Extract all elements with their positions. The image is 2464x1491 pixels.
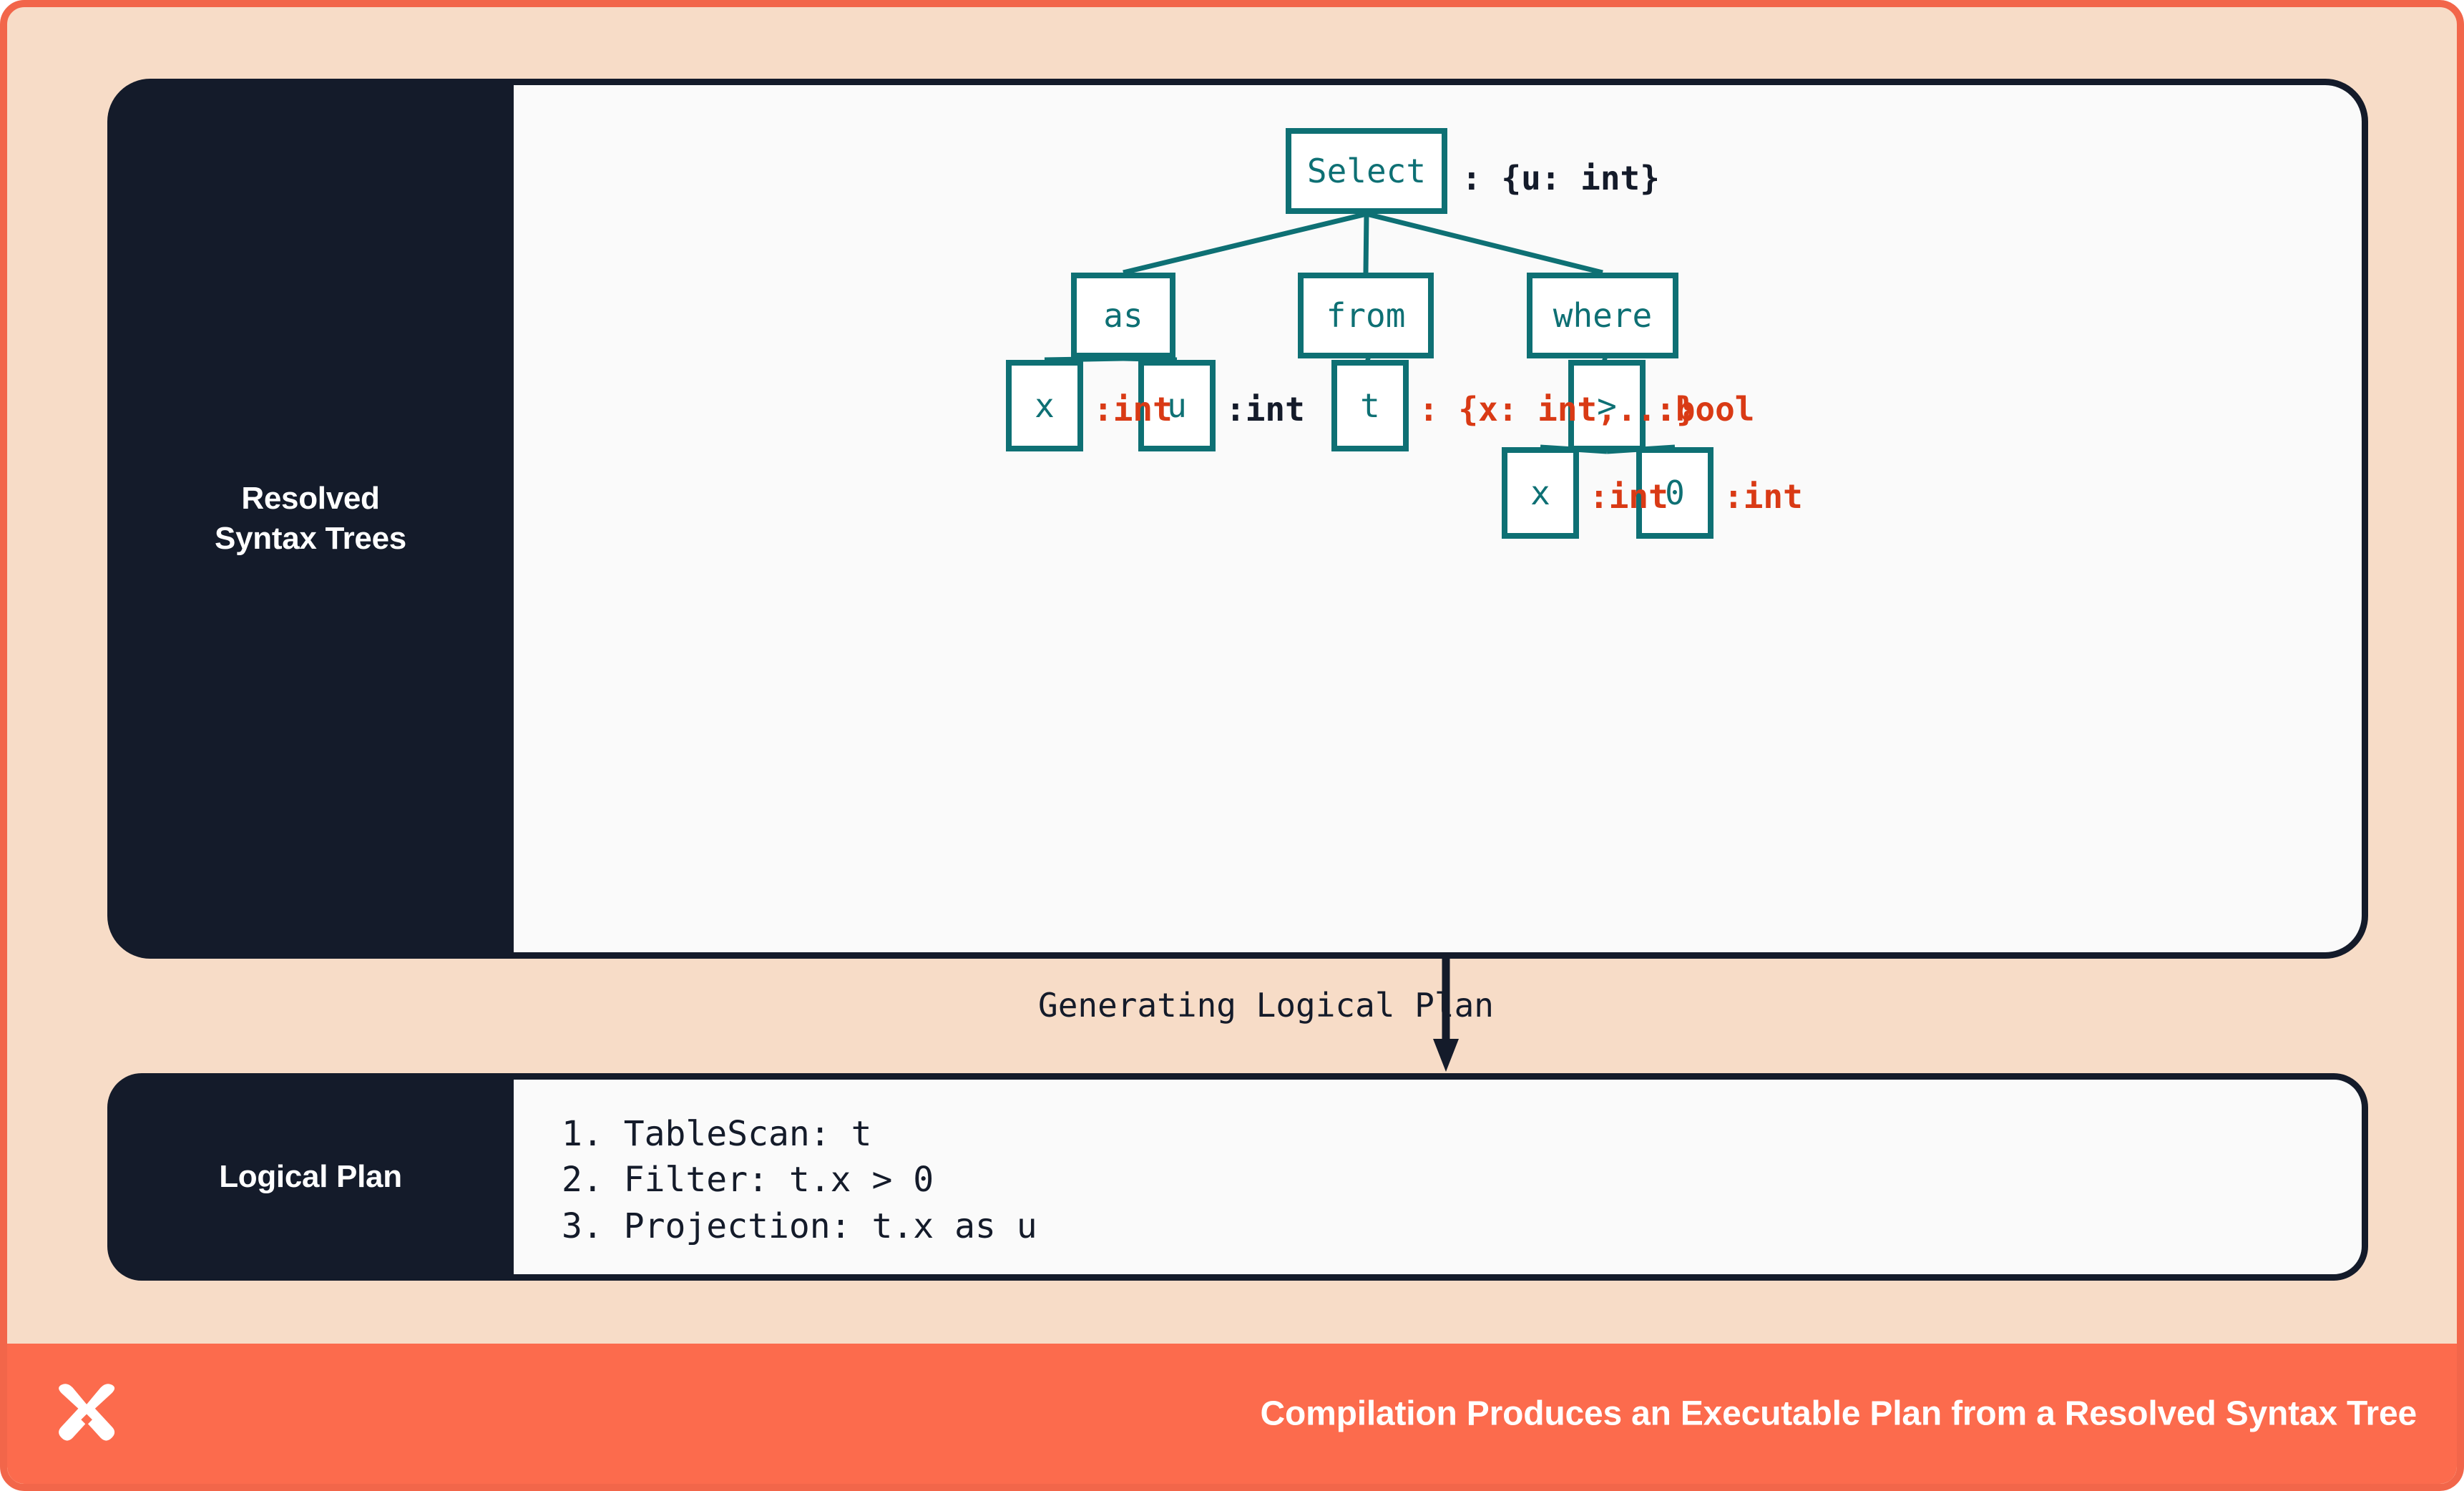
tree-edge-from-to-from-t [1364,356,1372,363]
resolved-syntax-trees-card: Resolved Syntax Trees Select as from where x… [107,79,2368,959]
tree-node-label: Select [1306,152,1427,190]
logical-plan-step: 3. Projection: t.x as u [562,1206,1037,1246]
pipeline-connector: Generating Logical Plan [107,959,2368,1073]
syntax-tree-canvas: Select as from where x u t > x 0 : {u: int} :int :in… [479,79,2368,959]
logical-plan-step: 2. Filter: t.x > 0 [562,1160,934,1201]
type-annotation-as-x-type: :int [1093,390,1173,429]
tree-node-as-u: u [1138,360,1216,451]
tree-node-label: x [1530,474,1550,512]
type-annotation-as-u-type: :int [1226,390,1305,429]
logical-plan-card: Logical Plan 1. TableScan: t 2. Filter: t… [107,1073,2368,1281]
logical-plan-step: 1. TableScan: t [562,1114,872,1154]
tree-edge-select-to-from [1363,213,1369,273]
resolved-syntax-trees-label-panel: Resolved Syntax Trees [107,79,514,959]
tree-edge-as-to-as-x [1044,356,1124,363]
syntax-tree-edges [1044,211,1676,454]
tree-node-from: from [1298,273,1434,358]
tree-node-label: as [1103,296,1143,335]
tree-node-gt: > [1568,360,1646,451]
logical-plan-body: 1. TableScan: t 2. Filter: t.x > 0 3. Proj… [479,1073,2368,1281]
type-annotation-select-type: : {u: int} [1462,159,1660,197]
resolved-syntax-trees-title: Resolved Syntax Trees [215,480,406,556]
tree-node-as: as [1071,273,1175,358]
tree-node-label: t [1360,386,1380,425]
type-annotation-gt-type: :bool [1656,390,1755,429]
tree-node-select: Select [1286,128,1447,214]
tree-node-label: from [1326,296,1406,335]
type-annotation-from-t-type: : {x: int,...} [1419,390,1696,429]
logical-plan-title: Logical Plan [219,1158,402,1194]
tree-node-where: where [1527,273,1678,358]
four-point-star-logo-icon [59,1384,115,1441]
tree-node-from-t: t [1331,360,1409,451]
footer-caption: Compilation Produces an Executable Plan … [1260,1394,2417,1433]
syntax-tree: Select as from where x u t > x 0 : {u: int} :int :in… [486,85,2362,952]
tree-node-label: u [1167,386,1187,425]
tree-edge-select-to-where [1366,211,1603,275]
tree-edge-where-to-gt [1601,356,1608,363]
connector-label: Generating Logical Plan [1038,986,1494,1025]
type-annotation-gt-x-type: :int [1589,477,1668,516]
tree-node-gt-0: 0 [1636,447,1713,539]
tree-edge-select-to-as [1123,211,1367,275]
tree-node-label: x [1035,386,1055,425]
tree-node-as-x: x [1006,360,1083,451]
tree-node-label: where [1553,296,1653,335]
tree-node-label: 0 [1665,474,1685,512]
type-annotation-gt-0-type: :int [1724,477,1803,516]
tree-node-gt-x: x [1502,447,1579,539]
logical-plan-label-panel: Logical Plan [107,1073,514,1281]
logical-plan-steps: 1. TableScan: t 2. Filter: t.x > 0 3. Proj… [562,1111,1037,1249]
tree-node-label: > [1597,386,1617,425]
arrow-down-icon [1433,959,1459,1072]
footer-bar: Compilation Produces an Executable Plan … [7,1344,2457,1484]
tree-edge-as-to-as-u [1123,356,1178,363]
